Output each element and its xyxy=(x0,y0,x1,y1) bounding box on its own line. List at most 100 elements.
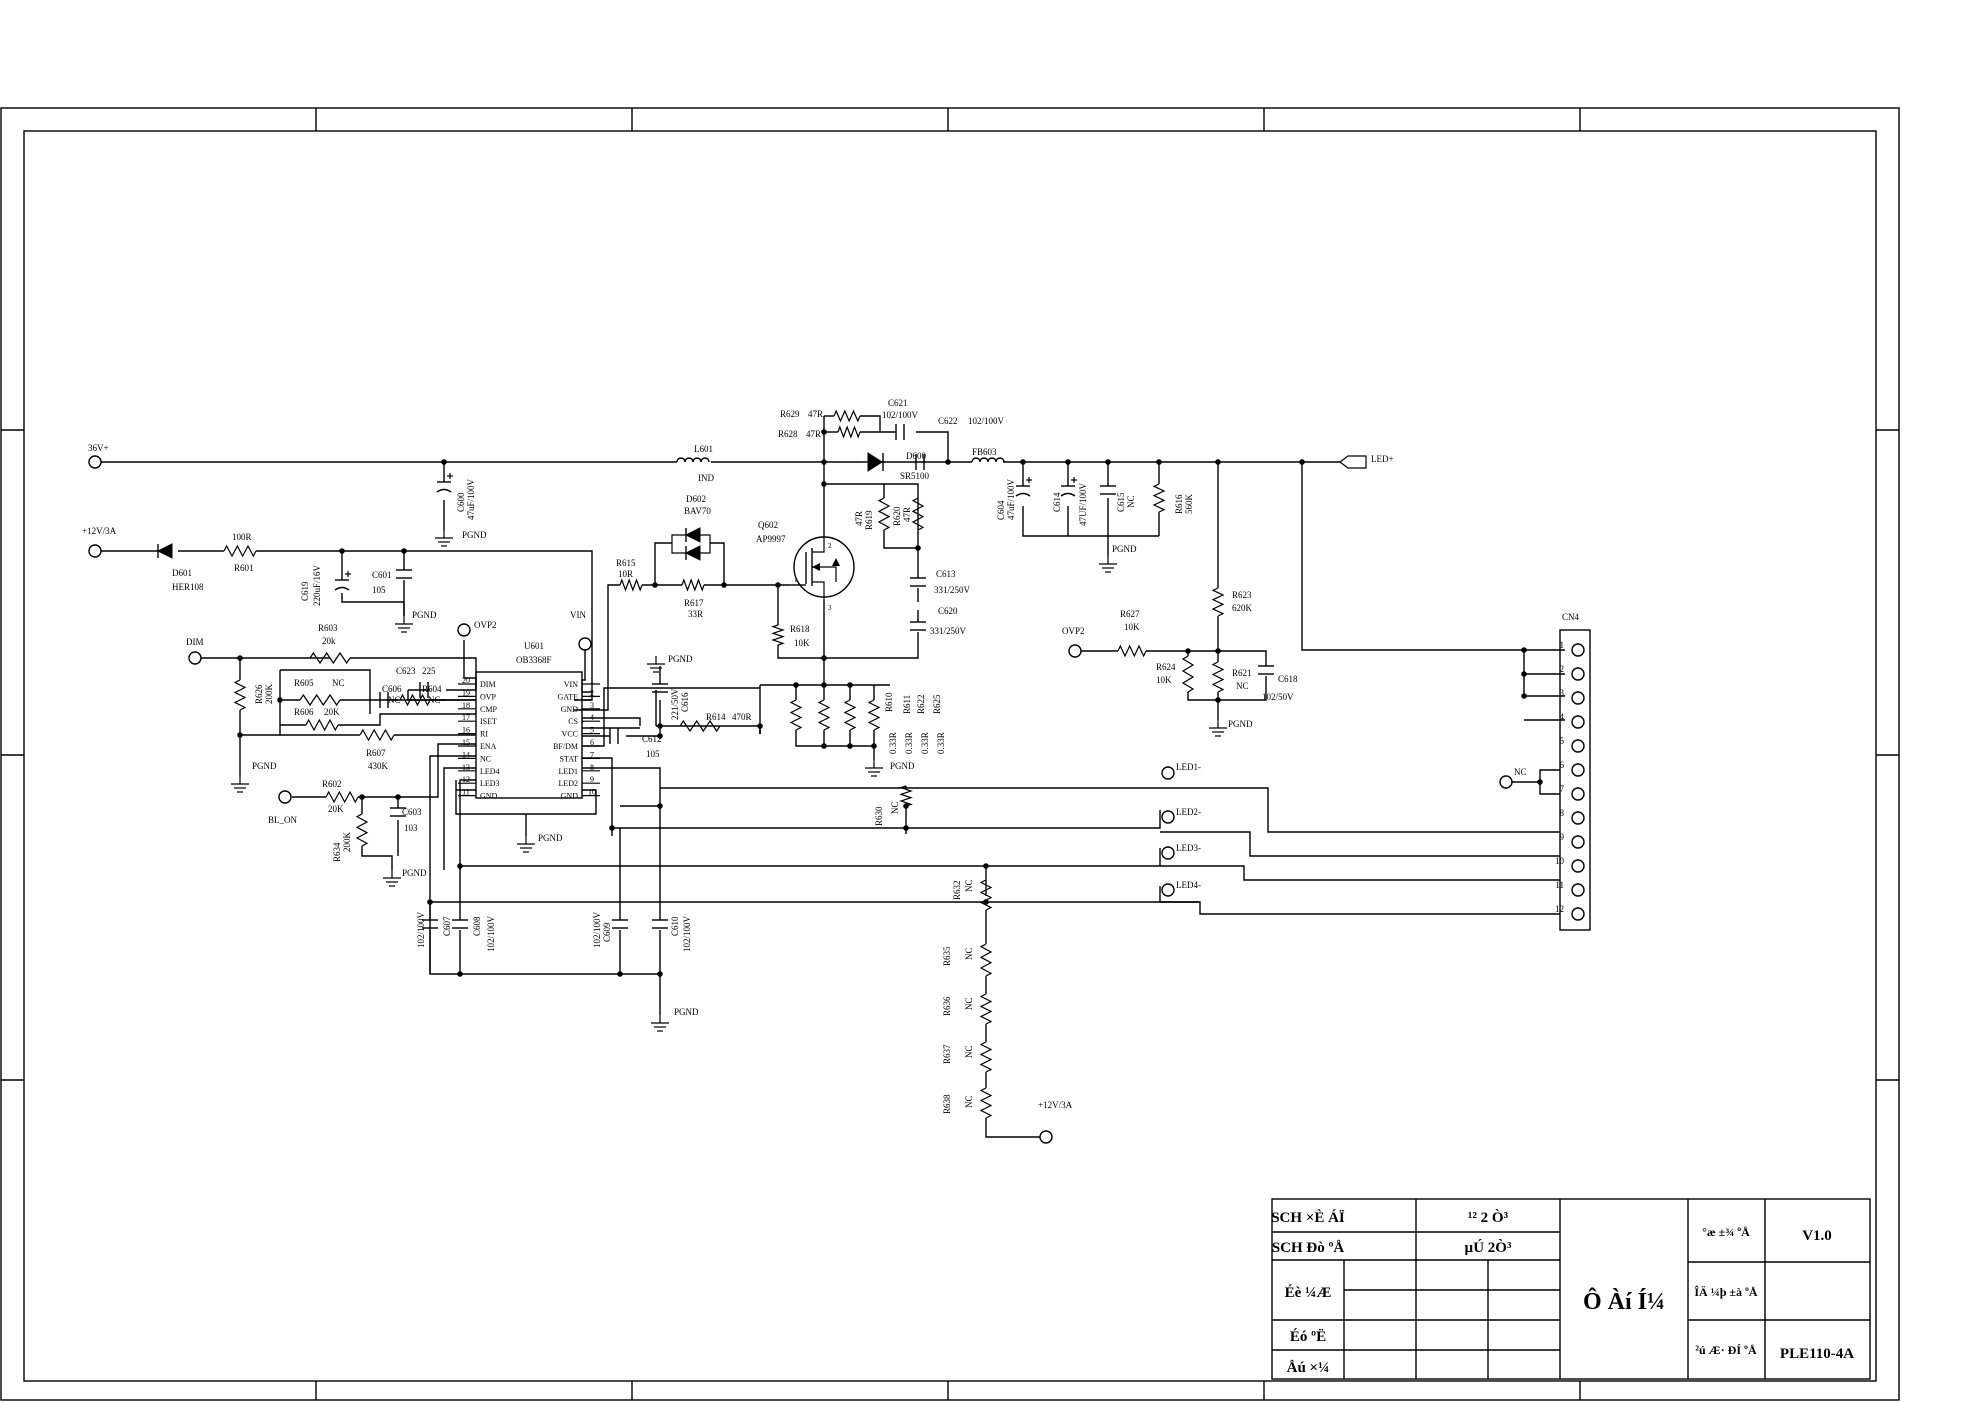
ref-r602: R602 xyxy=(322,779,342,789)
val-r636: NC xyxy=(964,997,974,1010)
ground-r626 xyxy=(231,776,249,793)
sch-seq-label: SCH Ðò ºÅ xyxy=(1272,1240,1345,1256)
ref-c612: C612 xyxy=(642,734,662,744)
ref-r620: R620 xyxy=(892,506,902,526)
ref-r630: R630 xyxy=(874,806,884,826)
val-r610: 0.33R xyxy=(888,732,898,754)
resistor-r630 xyxy=(899,785,913,807)
resistor-r606 xyxy=(305,718,339,732)
junction-dot xyxy=(1521,693,1527,699)
junction-dot xyxy=(721,582,727,588)
junction-dot xyxy=(793,682,799,688)
junction-dot xyxy=(395,794,401,800)
junction-dot xyxy=(359,794,365,800)
u601-pin-name-12: LED3 xyxy=(480,779,500,788)
ref-d600: D600 xyxy=(906,451,926,461)
junction-dot xyxy=(339,548,345,554)
cap-c622 xyxy=(915,454,925,470)
ground-ic xyxy=(517,836,535,853)
val-r605: NC xyxy=(332,678,345,688)
ref-r627: R627 xyxy=(1120,609,1140,619)
cn4-pin-5 xyxy=(1571,739,1585,753)
ref-c607: C607 xyxy=(442,916,452,936)
d602-wire-a xyxy=(671,534,686,543)
u601-pin-name-18: CMP xyxy=(480,705,497,714)
terminal-dim xyxy=(188,651,202,665)
drawing-title: Ô­ Àí Í¼ xyxy=(1583,1288,1665,1315)
val-c603: 103 xyxy=(404,823,418,833)
val-c613: 331/250V xyxy=(934,585,971,595)
u601-pin-name-5: VCC xyxy=(562,730,578,739)
ref-r617: R617 xyxy=(684,598,704,608)
junction-dot xyxy=(1521,647,1527,653)
cn4-pin-num-3: 3 xyxy=(1560,688,1565,698)
ref-r610: R610 xyxy=(884,692,894,712)
cap-c612 xyxy=(609,728,619,744)
diode-d600 xyxy=(867,452,884,472)
terminal-nc xyxy=(1499,775,1513,789)
val-r602: 20K xyxy=(328,804,344,814)
ground-c603 xyxy=(383,870,401,887)
cap-c603 xyxy=(390,807,406,817)
revision-value: V1.0 xyxy=(1802,1228,1832,1244)
net-led1: LED1- xyxy=(1176,762,1201,772)
net-ovp2-fb: OVP2 xyxy=(1062,626,1085,636)
ecap-c619-plate-b xyxy=(334,586,350,591)
junction-dot xyxy=(457,971,463,977)
d602-wire-b xyxy=(671,543,686,554)
u601-pin-num-3: 3 xyxy=(590,701,594,710)
junction-dot xyxy=(821,459,827,465)
ref-c622: C622 xyxy=(938,416,958,426)
cap-c601 xyxy=(396,569,412,579)
val-c623: 225 xyxy=(422,666,436,676)
ferrite-fb603 xyxy=(971,457,1005,463)
val-c621: 102/100V xyxy=(882,410,919,420)
pgnd-label-sense: PGND xyxy=(890,761,915,771)
resistor-r635 xyxy=(979,943,993,977)
q602-source-pin: 3 xyxy=(828,604,832,612)
u601-pin-name-11: GND xyxy=(480,792,498,801)
resistor-r601 xyxy=(223,544,257,558)
ref-r605: R605 xyxy=(294,678,314,688)
junction-dot xyxy=(401,548,407,554)
sch-seq-value: µÚ 2Ò³ xyxy=(1465,1239,1512,1256)
u601-pin-num-18: 18 xyxy=(462,701,470,710)
doc-number-label: ÎÄ ¼þ ±à ºÅ xyxy=(1694,1285,1758,1299)
ground-sense xyxy=(865,760,883,777)
d602-wire-c xyxy=(700,534,711,554)
resistor-r615 xyxy=(619,578,643,592)
terminal-12v-in xyxy=(88,544,102,558)
val-r614: 470R xyxy=(732,712,752,722)
ref-r632: R632 xyxy=(952,880,962,900)
cn4-pin-num-8: 8 xyxy=(1560,808,1565,818)
ref-r622: R622 xyxy=(916,694,926,714)
junction-dot xyxy=(847,682,853,688)
val-q602: AP9997 xyxy=(756,534,786,544)
u601-pin-num-4: 4 xyxy=(590,713,594,722)
u601-pin-num-9: 9 xyxy=(590,775,594,784)
u601-pin-name-15: ENA xyxy=(480,742,497,751)
net-12v-in: +12V/3A xyxy=(82,526,117,536)
junction-dot xyxy=(441,459,447,465)
val-r603: 20k xyxy=(322,636,336,646)
junction-dot xyxy=(1215,697,1221,703)
q602-drain-leg xyxy=(812,535,825,553)
u601-pin-num-20: 20 xyxy=(462,676,470,685)
model-value: PLE110-4A xyxy=(1780,1346,1854,1362)
terminal-led4 xyxy=(1161,883,1175,897)
val-r624: 10K xyxy=(1156,675,1172,685)
junction-dot xyxy=(427,899,433,905)
ref-r629: R629 xyxy=(780,409,800,419)
val-c607: 102/100V xyxy=(416,911,426,948)
junction-dot xyxy=(903,825,909,831)
val-r601: 100R xyxy=(232,532,252,542)
val-c608: 102/100V xyxy=(486,915,496,952)
net-ovp2-ic: OVP2 xyxy=(474,620,497,630)
u601-pin-name-3: GND xyxy=(561,705,579,714)
q602-body-diode xyxy=(832,558,840,566)
val-c616: 221/50V xyxy=(670,688,680,720)
ref-r615: R615 xyxy=(616,558,636,568)
cn4-pin-3 xyxy=(1571,691,1585,705)
junction-dot xyxy=(657,803,663,809)
junction-dot xyxy=(457,863,463,869)
